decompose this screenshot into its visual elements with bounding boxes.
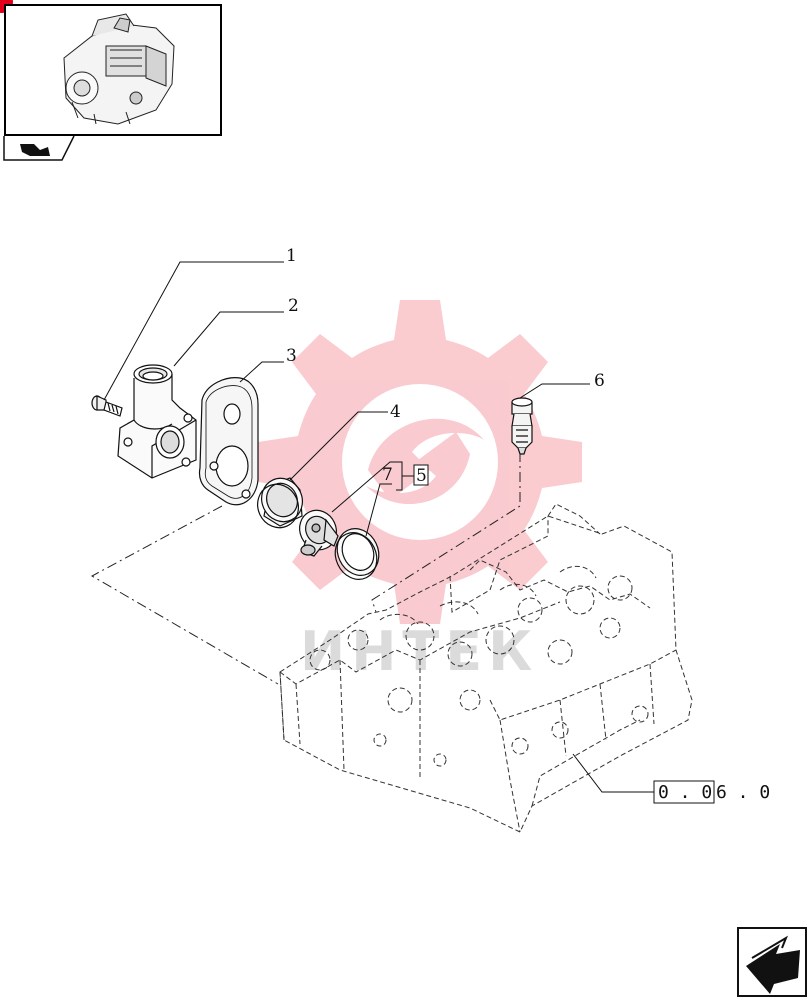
- reference-boxed-part: 0 . 0: [658, 782, 712, 803]
- engine-tab-icon: [3, 135, 75, 161]
- callout-5-box: [413, 464, 429, 486]
- callout-7: 7: [382, 465, 393, 485]
- callout-3: 3: [286, 346, 297, 366]
- callout-6: 6: [594, 371, 605, 391]
- reference-rest: 6 . 0: [716, 782, 770, 803]
- callout-2: 2: [288, 296, 299, 316]
- part-4-sleeve: [257, 477, 303, 529]
- part-5-thermostat: [299, 509, 339, 557]
- engine-thumbnail: [4, 4, 222, 136]
- part-1-bolt: [91, 395, 123, 417]
- part-2-thermostat-housing: [117, 364, 197, 479]
- callout-bracket-7-5: [396, 461, 414, 491]
- leader-lines: [103, 261, 654, 793]
- callout-1: 1: [286, 246, 297, 266]
- svg-text:ИНТЕК: ИНТЕК: [300, 620, 538, 683]
- part-3-gasket: [198, 377, 259, 506]
- reference-box: [653, 780, 715, 804]
- next-page-arrow-icon[interactable]: [737, 927, 807, 997]
- part-7-seal-ring: [334, 528, 380, 580]
- engine-thumbnail-icon: [63, 13, 175, 125]
- cylinder-head-outline: [279, 503, 693, 833]
- part-6-sensor: [511, 397, 533, 455]
- gear-watermark-icon: [258, 300, 582, 624]
- watermark-text: ИНТЕК: [300, 620, 538, 683]
- assembly-dashed-lines: [90, 452, 521, 685]
- callout-5: 5: [416, 466, 427, 486]
- callout-4: 4: [390, 402, 401, 422]
